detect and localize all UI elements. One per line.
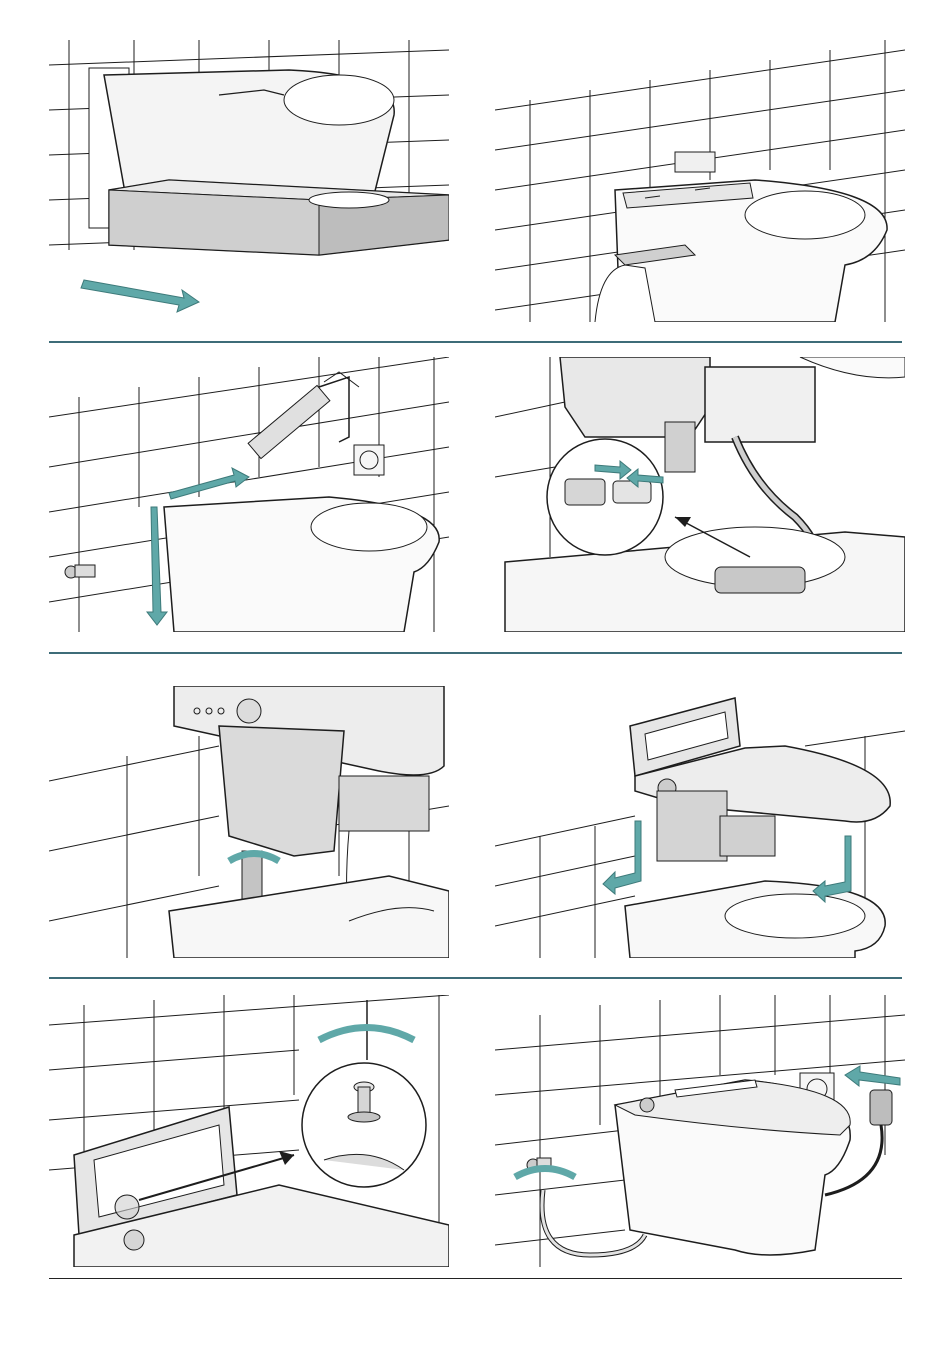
step-7-panel [49, 995, 449, 1267]
step-6-illustration [495, 686, 905, 958]
direction-arrow-icon [813, 836, 851, 902]
row-divider [49, 977, 902, 979]
angle-valve-icon [65, 565, 95, 578]
step-3-illustration [49, 357, 449, 632]
wall-socket-icon [354, 445, 384, 475]
step-8-illustration [495, 995, 905, 1267]
step-1-illustration [49, 40, 449, 322]
step-4-panel [495, 357, 905, 632]
step-8-panel [495, 995, 905, 1267]
step-4-illustration [495, 357, 905, 632]
step-3-panel [49, 357, 449, 632]
direction-arrow-icon [169, 468, 249, 499]
step-5-panel [49, 686, 449, 958]
step-5-illustration [49, 686, 449, 958]
toilet-body [169, 876, 449, 958]
row-divider [49, 652, 902, 654]
step-6-panel [495, 686, 905, 958]
direction-arrow-icon [603, 821, 641, 894]
step-2-illustration [495, 40, 905, 322]
page-bottom-rule [49, 1278, 902, 1279]
direction-arrow-icon [845, 1066, 900, 1086]
row-divider [49, 341, 902, 343]
step-2-panel [495, 40, 905, 322]
rotate-arrow-icon [515, 1169, 575, 1178]
direction-arrow-icon [147, 507, 167, 625]
direction-arrow-icon [81, 280, 199, 312]
step-1-panel [49, 40, 449, 322]
step-7-illustration [49, 995, 449, 1267]
